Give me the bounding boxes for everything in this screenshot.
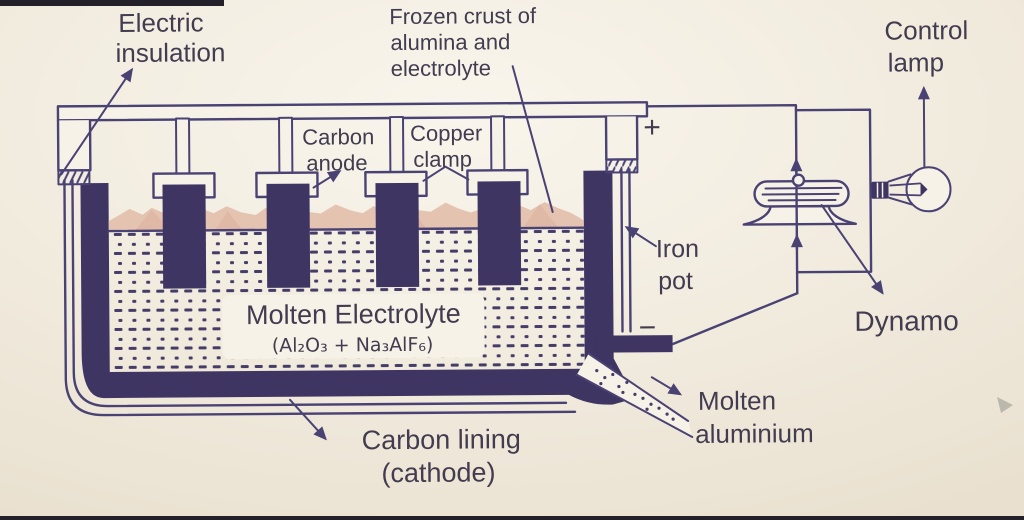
dynamo-terminal-circle	[791, 173, 806, 187]
electric-insulation-pointer	[60, 67, 134, 176]
label-frozen-crust-line2: alumina and	[390, 29, 510, 55]
molten-electrolyte-region	[108, 227, 585, 373]
iron-pot-pointer	[624, 226, 657, 248]
dynamo-symbol	[742, 179, 857, 226]
circuit-wires	[645, 104, 873, 346]
negative-wire	[671, 292, 799, 346]
plus-terminal-sign: +	[643, 111, 661, 144]
label-control-lamp-line1: Control	[884, 15, 968, 46]
label-copper-clamp-line2: clamp	[413, 146, 472, 171]
cursor-artifact	[997, 397, 1013, 413]
label-molten-electrolyte: Molten Electrolyte	[246, 299, 461, 330]
copper-clamp-bracket	[422, 165, 470, 182]
labels: Electric insulation Frozen crust of alum…	[115, 3, 968, 488]
diagram: Electric insulation Frozen crust of alum…	[56, 3, 968, 488]
label-dynamo: Dynamo	[854, 305, 958, 337]
flow-direction-arrow	[650, 376, 683, 396]
control-lamp-bulb	[871, 166, 952, 213]
electric-insulation-right	[604, 115, 639, 174]
label-copper-clamp-line1: Copper	[410, 120, 482, 146]
label-iron-pot-line2: pot	[658, 267, 693, 295]
label-iron-pot-line1: Iron	[656, 235, 699, 263]
label-frozen-crust-line1: Frozen crust of	[389, 3, 537, 29]
lamp-branch-wire	[794, 108, 873, 274]
control-lamp-pointer	[917, 85, 930, 168]
carbon-anode-pointer	[312, 170, 342, 189]
label-frozen-crust-line3: electrolyte	[391, 55, 491, 81]
electric-insulation-left	[56, 118, 92, 186]
bottom-edge-strip	[0, 516, 1024, 520]
anode-busbar	[56, 101, 649, 122]
label-carbon-anode-line2: anode	[306, 150, 367, 175]
label-carbon-anode-line1: Carbon	[302, 124, 374, 150]
label-control-lamp-line2: lamp	[888, 47, 945, 77]
label-electric-insulation-line1: Electric	[118, 7, 203, 38]
minus-terminal-sign: −	[639, 311, 657, 344]
label-carbon-lining-line1: Carbon lining	[362, 424, 521, 455]
top-edge-strip	[0, 0, 224, 6]
bulb-base	[871, 181, 889, 199]
bulb-filament	[920, 182, 928, 197]
label-electric-insulation-line2: insulation	[115, 37, 225, 68]
dynamo-pointer	[820, 204, 884, 295]
label-electrolyte-formula: (Al₂O₃ + Na₃AlF₆)	[272, 334, 434, 357]
molten-aluminium-stream	[575, 352, 694, 438]
carbon-lining-shape	[80, 170, 635, 405]
carbon-anodes	[162, 181, 522, 289]
label-molten-aluminium-line1: Molten	[698, 385, 776, 416]
label-carbon-lining-line2: (cathode)	[381, 457, 495, 488]
tapping-spout	[595, 335, 673, 353]
positive-wire	[645, 104, 799, 295]
iron-pot-shell	[63, 168, 632, 417]
frozen-crust-pointer	[511, 65, 554, 213]
label-molten-aluminium-line2: aluminium	[695, 418, 814, 449]
label-pointers	[60, 65, 930, 441]
carbon-lining-pointer	[288, 398, 327, 441]
